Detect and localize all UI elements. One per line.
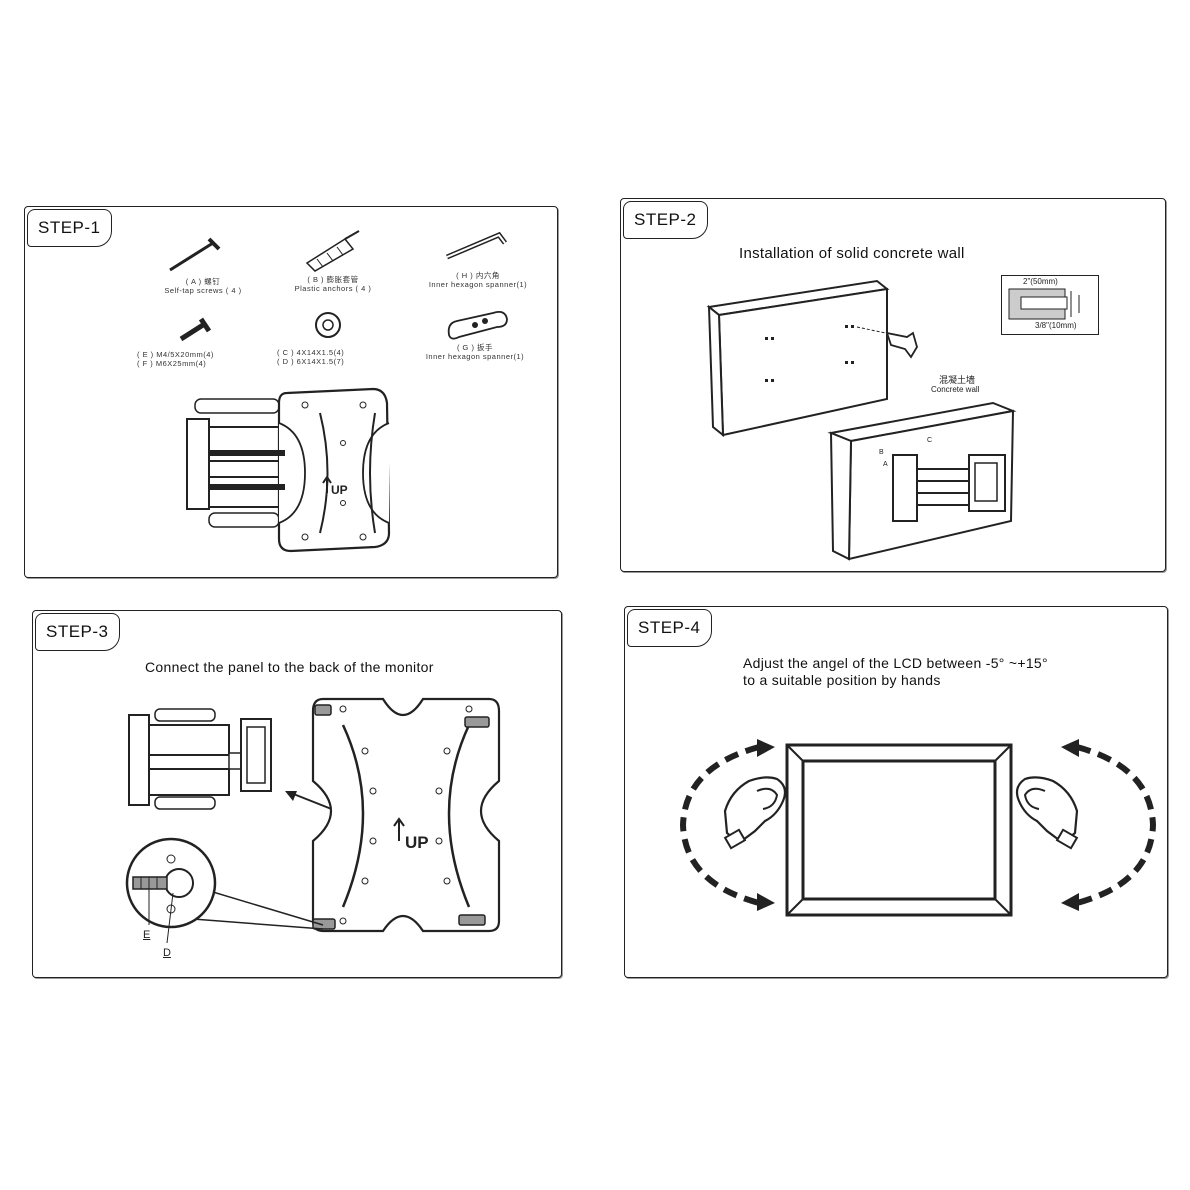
step1-tag: STEP-1: [27, 209, 112, 247]
wall-arm-illustration: [128, 708, 272, 810]
plastic-anchor-icon: [305, 230, 360, 272]
label-c: C: [927, 437, 933, 444]
step4-tag: STEP-4: [627, 609, 712, 647]
step1-up-label: UP: [331, 483, 348, 497]
label-e: E: [143, 929, 151, 941]
drill-depth-inset: [1001, 275, 1099, 335]
step2-panel: STEP-2 Installation of solid concrete wa…: [620, 198, 1166, 572]
part-ef-caption: ( E ) M4/5X20mm(4) ( F ) M6X25mm(4): [137, 350, 214, 368]
hex-key-icon: [446, 231, 507, 260]
part-g-caption: ( G ) 扳手 Inner hexagon spanner(1): [425, 343, 525, 361]
part-a-caption: ( A ) 螺钉 Self-tap screws ( 4 ): [164, 277, 242, 295]
self-tap-screw-icon: [169, 237, 221, 272]
part-h-caption: ( H ) 内六角 Inner hexagon spanner(1): [428, 271, 528, 289]
part-b-caption: ( B ) 膨胀套管 Plastic anchors ( 4 ): [294, 275, 372, 293]
step4-panel: STEP-4 Adjust the angel of the LCD betwe…: [624, 606, 1168, 978]
step2-heading: Installation of solid concrete wall: [739, 245, 965, 262]
step3-heading: Connect the panel to the back of the mon…: [145, 659, 434, 675]
mounted-bracket-wall-illustration: [827, 401, 1017, 561]
rotate-right-arrow-icon: [1061, 739, 1157, 911]
step3-panel: STEP-3 Connect the panel to the back of …: [32, 610, 562, 978]
step4-heading-line1: Adjust the angel of the LCD between -5° …: [743, 655, 1048, 671]
label-b: B: [879, 449, 884, 456]
vesa-plate-illustration: [311, 697, 501, 933]
dim-top-label: 2"(50mm): [1023, 277, 1058, 286]
wall-en-label: Concrete wall: [931, 385, 980, 394]
step4-heading-line2: to a suitable position by hands: [743, 672, 941, 688]
label-a: A: [883, 461, 888, 468]
step3-tag: STEP-3: [35, 613, 120, 651]
wall-cn-label: 混凝土墙: [939, 375, 976, 385]
step1-panel: STEP-1 ( A ) 螺钉 Self-tap screws ( 4 ) ( …: [24, 206, 558, 578]
wall-mount-bracket-illustration: [186, 387, 391, 553]
screw-detail-zoom: [125, 837, 324, 944]
wrench-icon: [447, 310, 508, 340]
dim-bottom-label: 3/8"(10mm): [1035, 321, 1077, 330]
washer-icon: [315, 312, 341, 338]
lcd-monitor-frame: [785, 743, 1013, 917]
step2-tag: STEP-2: [623, 201, 708, 239]
drill-icon: [885, 331, 918, 359]
step3-up-label: UP: [405, 833, 429, 852]
right-hand-icon: [1015, 776, 1079, 850]
rotate-left-arrow-icon: [679, 739, 775, 911]
label-d: D: [163, 947, 171, 959]
concrete-wall-block-illustration: [706, 279, 896, 438]
part-cd-caption: ( C ) 4X14X1.5(4) ( D ) 6X14X1.5(7): [277, 348, 345, 366]
machine-screw-icon: [179, 317, 212, 342]
drill-depth-diagram: [1008, 288, 1080, 320]
left-hand-icon: [723, 776, 787, 850]
